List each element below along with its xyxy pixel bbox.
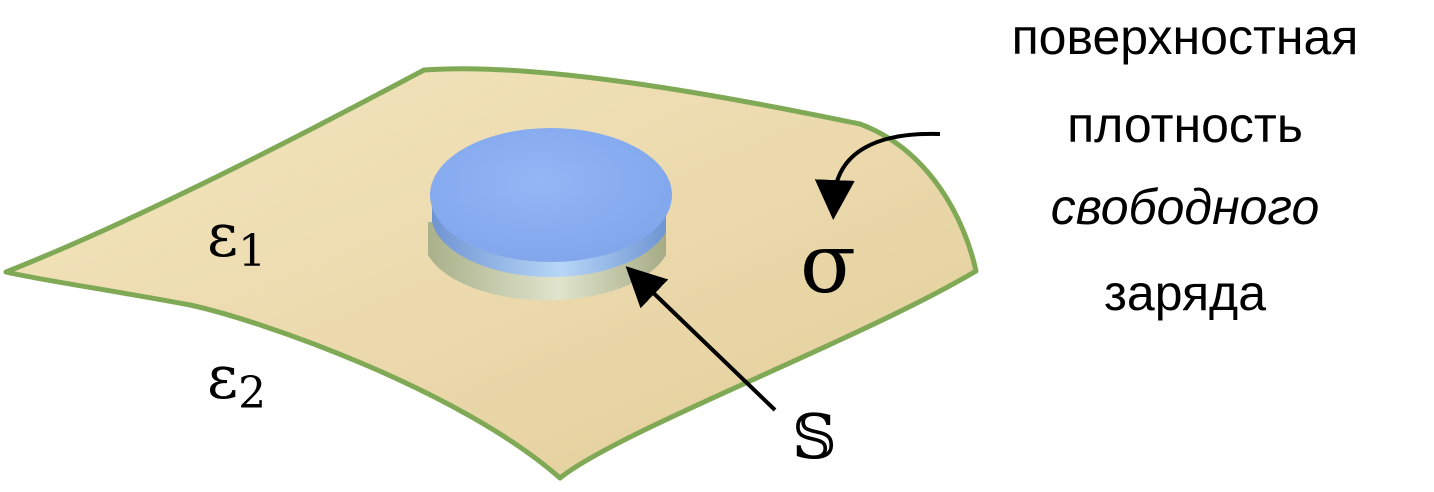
surface-arrow: [625, 266, 777, 412]
pillbox-disk: [428, 128, 672, 301]
epsilon2-label: ε2: [207, 343, 266, 419]
caption-line-4: заряда: [1103, 265, 1267, 321]
caption-line-1: поверхностная: [1011, 9, 1359, 65]
sigma-label: σ: [800, 217, 856, 312]
caption-line-2: плотность: [1067, 97, 1303, 153]
epsilon1-label: ε1: [207, 201, 266, 277]
pillbox-top: [430, 128, 672, 262]
surface-s-label: 𝕊: [792, 400, 837, 473]
caption-line-3: свободного: [1050, 179, 1320, 235]
sigma-arrow: [814, 131, 941, 220]
